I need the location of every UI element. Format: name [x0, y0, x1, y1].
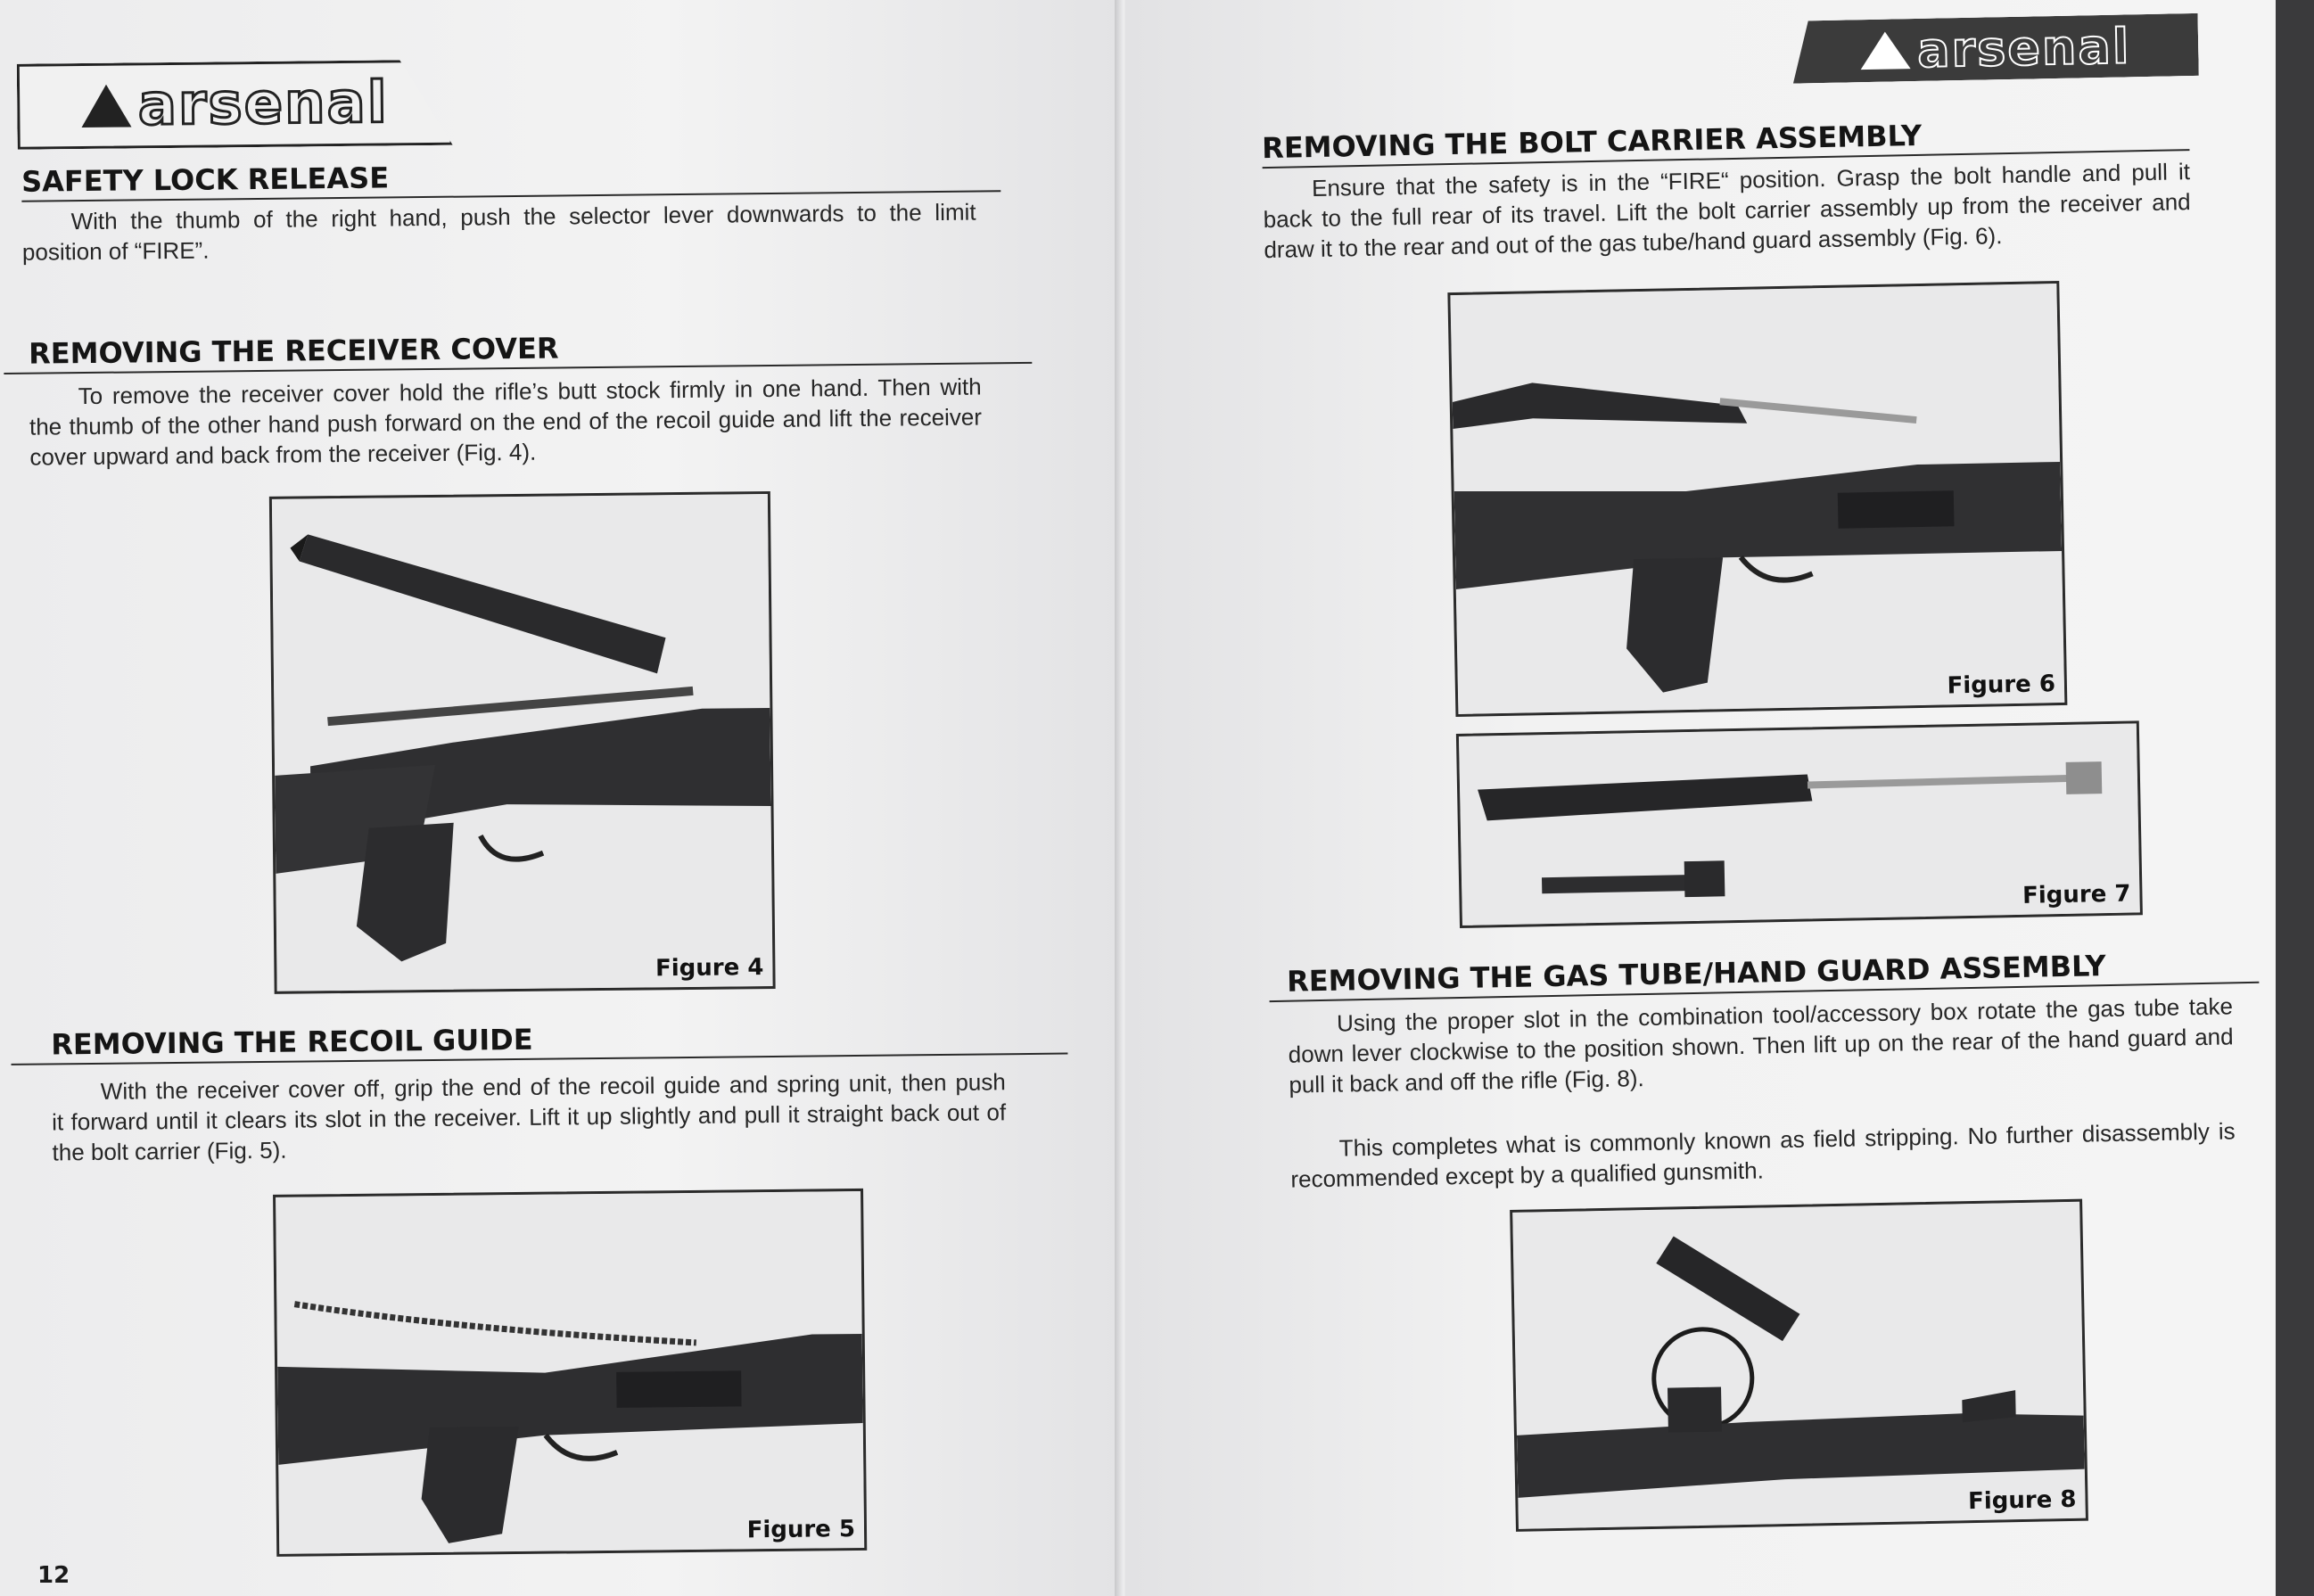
rifle-receiver-cover-illustration: [271, 494, 773, 991]
figure-4-label: Figure 4: [655, 954, 764, 983]
section-body-safety-lock: With the thumb of the right hand, push t…: [21, 198, 976, 266]
logo-triangle-icon: [81, 84, 131, 128]
figure-8: Figure 8: [1510, 1198, 2088, 1532]
left-page: arsenal SAFETY LOCK RELEASE With the thu…: [0, 0, 1119, 1596]
rifle-recoil-guide-illustration: [276, 1190, 865, 1554]
page-number-left: 12: [37, 1562, 70, 1589]
figure-7-label: Figure 7: [2022, 880, 2131, 909]
figure-5-label: Figure 5: [746, 1516, 856, 1544]
bolt-carrier-parts-illustration: [1458, 723, 2140, 926]
figure-8-label: Figure 8: [1967, 1485, 2077, 1516]
section-heading-safety-lock: SAFETY LOCK RELEASE: [21, 154, 1001, 202]
right-page: arsenal REMOVING THE BOLT CARRIER ASSEMB…: [1125, 0, 2276, 1596]
figure-5: Figure 5: [273, 1188, 868, 1557]
figure-6-label: Figure 6: [1947, 670, 2056, 700]
section-heading-receiver-cover: REMOVING THE RECEIVER COVER: [3, 325, 1033, 374]
arsenal-logo: arsenal: [17, 60, 453, 150]
gas-tube-handguard-illustration: [1512, 1201, 2086, 1529]
section-body-recoil-guide: With the receiver cover off, grip the en…: [52, 1068, 1007, 1166]
section-body-bolt-carrier: Ensure that the safety is in the “FIRE“ …: [1263, 158, 2191, 264]
background-edge: [2276, 0, 2314, 1596]
arsenal-logo-right: arsenal: [1792, 13, 2199, 84]
rifle-bolt-carrier-illustration: [1450, 284, 2065, 714]
section-body-receiver-cover: To remove the receiver cover hold the ri…: [29, 373, 983, 471]
figure-7: Figure 7: [1455, 720, 2143, 928]
logo-triangle-icon-right: [1860, 31, 1911, 70]
section-heading-recoil-guide: REMOVING THE RECOIL GUIDE: [11, 1016, 1068, 1065]
section-body-field-stripping: This completes what is commonly known as…: [1290, 1117, 2236, 1193]
figure-4: Figure 4: [268, 490, 776, 994]
section-body-gas-tube: Using the proper slot in the combination…: [1288, 992, 2234, 1098]
figure-6: Figure 6: [1447, 280, 2068, 718]
